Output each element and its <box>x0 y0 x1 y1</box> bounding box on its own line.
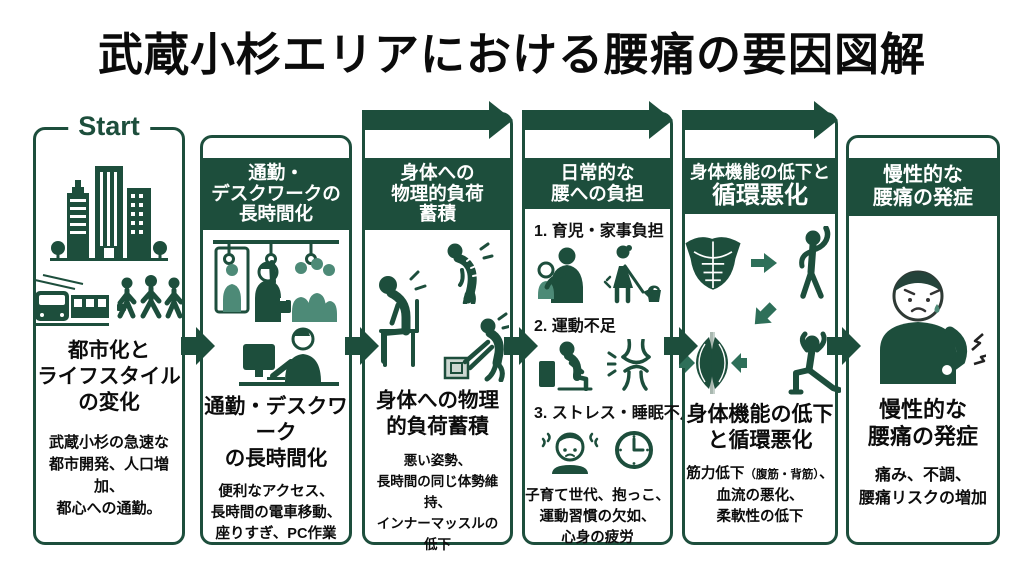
knee-joint-icon <box>606 339 651 391</box>
card-body: 便利なアクセス、 長時間の電車移動、 座りすぎ、PC作業 <box>210 483 342 542</box>
card-banner: 身体機能の低下と 循環悪化 <box>685 158 835 214</box>
card-chronic-pain: 慢性的な 腰痛の発症 慢性的な 腰痛の発症 痛み、不調、 腰痛リスクの増 <box>846 135 1000 545</box>
card-body: 痛み、不調、 腰痛リスクの増加 <box>858 467 987 507</box>
card-body: 武蔵小杉の急速な 都市開発、人口増加、 都心への通勤。 <box>48 434 169 517</box>
arrow-right-icon <box>751 253 777 273</box>
card-body: 筋力低下（腹筋・背筋）、血流の悪化、 柔軟性の低下 <box>686 466 834 525</box>
crowded-train-icon <box>213 239 339 322</box>
mother-baby-icon <box>537 247 583 303</box>
card-body: 子育て世代、抱っこ、 運動習慣の欠如、 心身の疲労 <box>525 488 670 546</box>
flow-arrow-1 <box>181 327 215 365</box>
desk-worker-icon <box>239 327 339 386</box>
card-heading: 身体機能の低下 と循環悪化 <box>686 403 834 452</box>
cleaning-icon <box>603 245 661 304</box>
card-function-decline: 身体機能の低下と 循環悪化 <box>679 112 841 545</box>
city-icon <box>50 166 168 261</box>
card-commute-deskwork: 通勤・ デスクワークの 長時間化 <box>200 135 352 545</box>
flow-arrow-5 <box>827 327 861 365</box>
lifting-box-icon <box>443 312 509 382</box>
top-flow-arrow-3 <box>682 101 838 139</box>
card-banner: 日常的な 腰への負担 <box>525 158 670 209</box>
page-title: 武蔵小杉エリアにおける腰痛の要因図解 <box>97 29 926 80</box>
card-heading: 通勤・デスクワーク の長時間化 <box>204 394 348 470</box>
back-pain-person-icon <box>880 270 986 384</box>
side-stretch-icon <box>799 226 831 299</box>
top-flow-arrow-2 <box>522 101 673 139</box>
slouched-sitting-icon <box>378 270 426 367</box>
card-urbanization: Start <box>33 110 185 545</box>
start-label: Start <box>68 110 150 143</box>
card-heading: 都市化と ライフスタイル の変化 <box>37 339 181 414</box>
card-heading: 慢性的な 腰痛の発症 <box>867 397 978 449</box>
pedestrians-icon <box>117 275 184 319</box>
muscle-torso-icon <box>685 237 741 290</box>
card-banner: 身体への 物理的負荷 蓄積 <box>365 158 510 230</box>
flow-arrow-3 <box>504 327 538 365</box>
burden-item-1: 1. 育児・家事負担 <box>525 217 670 304</box>
arrow-down-left-icon <box>754 302 777 325</box>
top-flow-arrow-1 <box>362 101 513 139</box>
flow-arrow-4 <box>664 327 698 365</box>
burden-item-3: 3. ストレス・睡眠不足 <box>525 399 696 474</box>
card-banner: 通勤・ デスクワークの 長時間化 <box>203 158 349 230</box>
burden-item-2: 2. 運動不足 <box>525 312 670 391</box>
clock-icon <box>614 431 653 469</box>
function-decline-icons <box>679 226 841 396</box>
stress-face-icon <box>541 432 598 474</box>
card-body: 悪い姿勢、 長時間の同じ体勢維持、 インナーマッスルの 低下 <box>376 452 499 552</box>
lunge-stretch-icon <box>788 331 841 395</box>
train-icon <box>33 274 109 326</box>
card-banner: 慢性的な 腰痛の発症 <box>849 158 997 216</box>
flow-arrow-2 <box>345 327 379 365</box>
sitting-slump-icon <box>538 341 592 391</box>
hunched-back-icon <box>447 242 493 304</box>
card-physical-load: 身体への 物理的負荷 蓄積 <box>362 112 513 552</box>
card-heading: 身体への物理 的負荷蓄積 <box>376 388 499 438</box>
card-daily-burden: 日常的な 腰への負担 1. 育児・家事負担 <box>522 112 696 546</box>
